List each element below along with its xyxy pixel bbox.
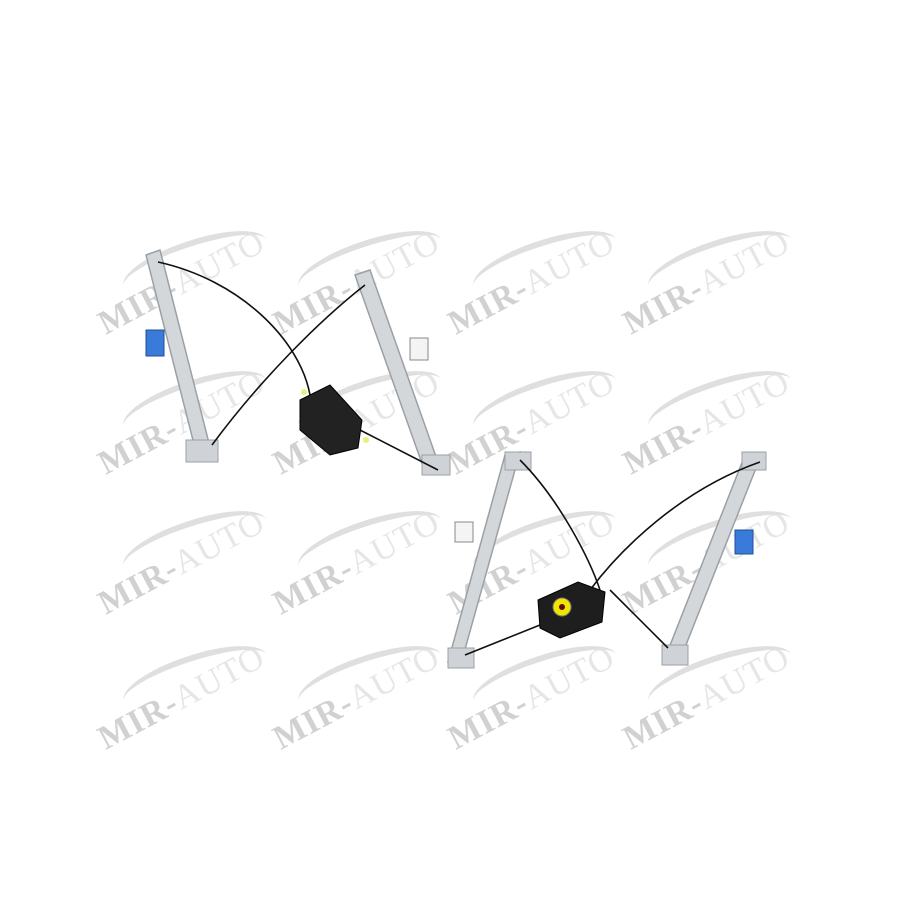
- window-regulator-left: [145, 249, 451, 476]
- window-regulator-right: [446, 451, 767, 669]
